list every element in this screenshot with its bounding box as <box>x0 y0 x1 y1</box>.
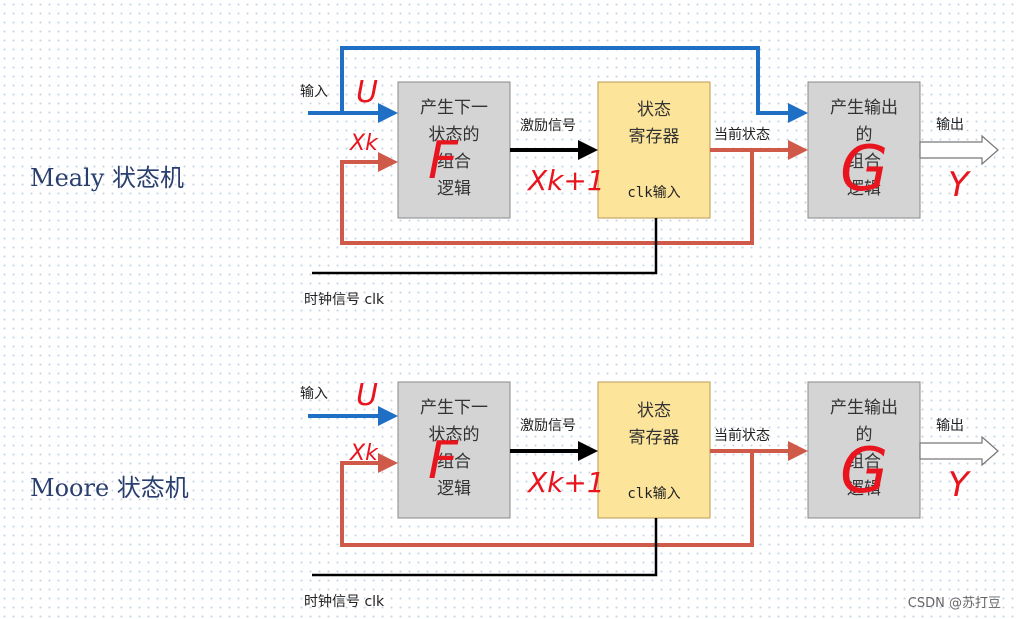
moore-output-logic-line-3: 组合 <box>847 452 881 472</box>
mealy-output-logic-line-3: 组合 <box>847 152 881 172</box>
moore-state-register-box <box>597 381 711 519</box>
moore-title: Moore 状态机 <box>30 474 189 502</box>
mealy-output-arrow <box>919 134 999 166</box>
moore-output-arrow <box>919 435 999 467</box>
mealy-hand-u: U <box>356 75 378 110</box>
moore-hand-g: G <box>840 434 888 507</box>
mealy-register-line-1: 状态 <box>637 100 671 120</box>
moore-feedback-arrow <box>340 451 754 547</box>
moore-next-state-line-4: 逻辑 <box>437 479 471 499</box>
moore-clock-line <box>312 518 658 577</box>
moore-excitation-label: 激励信号 <box>520 417 576 434</box>
moore-next-state-line-2: 状态的 <box>429 425 480 445</box>
mealy-output-logic-line-2: 的 <box>856 125 873 145</box>
mealy-hand-xk1: Xk+1 <box>526 164 605 197</box>
mealy-next-state-line-4: 逻辑 <box>437 179 471 199</box>
moore-output-logic-line-1: 产生输出 <box>830 398 898 418</box>
moore-hand-xk1: Xk+1 <box>526 466 605 499</box>
mealy-clock-label: 时钟信号 clk <box>304 291 385 308</box>
moore-register-line-1: 状态 <box>637 401 671 421</box>
mealy-next-state-line-2: 状态的 <box>429 125 480 145</box>
moore-input-label: 输入 <box>300 386 328 402</box>
mealy-input-bypass-arrow <box>340 46 808 123</box>
mealy-diagram: Mealy 状态机 产生下一 状态的 组合 逻辑 状态 寄存器 clk输入 产生… <box>30 46 999 308</box>
mealy-title: Mealy 状态机 <box>30 164 184 192</box>
mealy-hand-f: F <box>428 131 459 191</box>
mealy-clock-line <box>312 218 658 275</box>
moore-output-label: 输出 <box>936 418 964 434</box>
moore-output-logic-line-2: 的 <box>856 425 873 445</box>
mealy-output-label: 输出 <box>936 117 964 133</box>
moore-next-state-line-1: 产生下一 <box>420 398 488 418</box>
mealy-output-logic-line-4: 逻辑 <box>847 179 881 199</box>
mealy-feedback-arrow <box>340 150 754 245</box>
moore-clk-input: clk输入 <box>627 486 680 502</box>
mealy-hand-y: Y <box>948 165 971 205</box>
mealy-excitation-label: 激励信号 <box>520 117 576 134</box>
watermark: CSDN @苏打豆 <box>907 596 1001 611</box>
moore-hand-xk: Xk <box>349 441 379 466</box>
moore-diagram: Moore 状态机 产生下一 状态的 组合 逻辑 状态 寄存器 clk输入 产生… <box>30 378 999 610</box>
moore-clock-label: 时钟信号 clk <box>304 593 385 610</box>
mealy-clk-input: clk输入 <box>627 185 680 201</box>
moore-next-state-logic-box <box>397 381 511 519</box>
moore-register-line-2: 寄存器 <box>629 428 680 448</box>
mealy-hand-xk: Xk <box>349 131 379 156</box>
moore-hand-f: F <box>428 431 459 491</box>
mealy-output-logic-box <box>807 81 921 219</box>
mealy-input-label: 输入 <box>300 84 328 100</box>
mealy-output-logic-line-1: 产生输出 <box>830 98 898 118</box>
moore-next-state-line-3: 组合 <box>437 452 471 472</box>
mealy-state-register-box <box>597 81 711 219</box>
moore-hand-y: Y <box>948 465 971 505</box>
mealy-next-state-line-1: 产生下一 <box>420 98 488 118</box>
moore-output-logic-line-4: 逻辑 <box>847 479 881 499</box>
mealy-register-line-2: 寄存器 <box>629 127 680 147</box>
moore-current-state-label: 当前状态 <box>714 427 770 444</box>
mealy-next-state-line-3: 组合 <box>437 152 471 172</box>
moore-hand-u: U <box>356 378 378 413</box>
mealy-hand-g: G <box>840 132 888 205</box>
mealy-next-state-logic-box <box>397 81 511 219</box>
mealy-current-state-label: 当前状态 <box>714 126 770 143</box>
moore-output-logic-box <box>807 381 921 519</box>
